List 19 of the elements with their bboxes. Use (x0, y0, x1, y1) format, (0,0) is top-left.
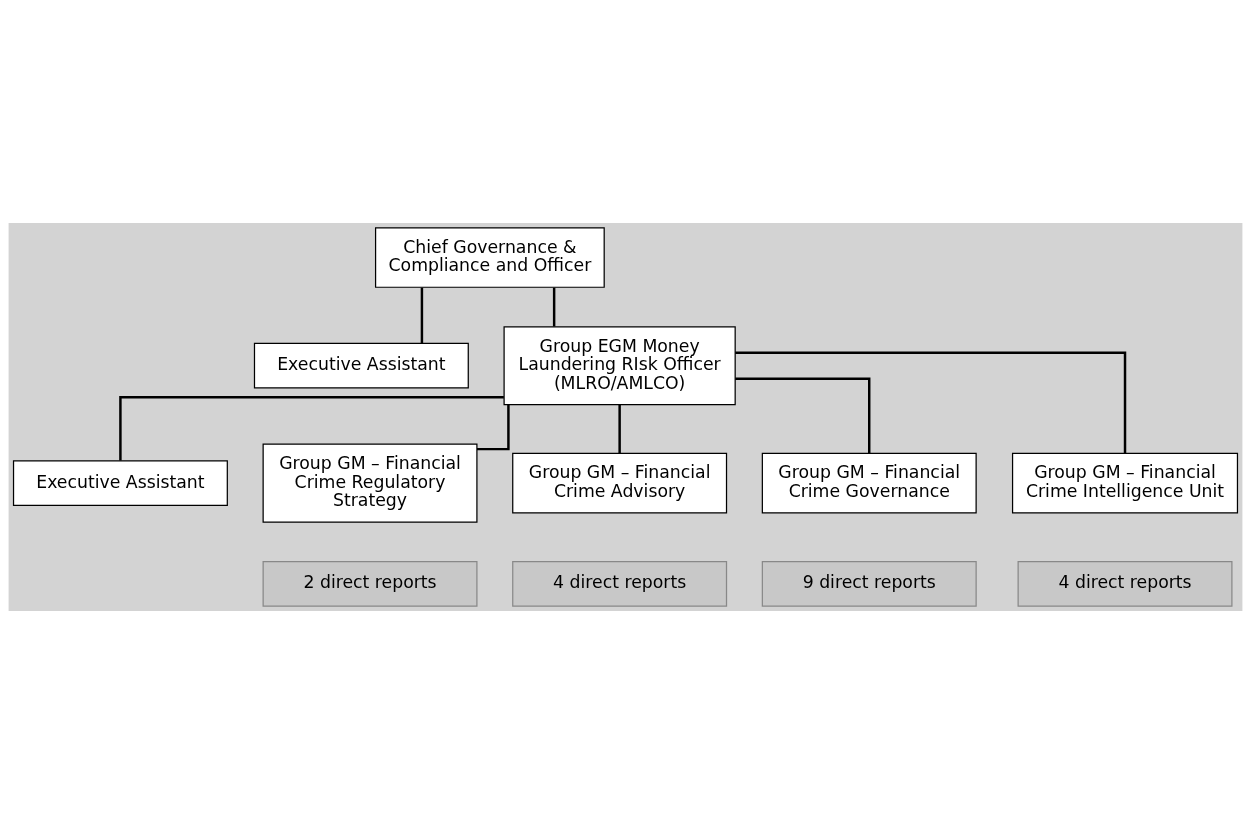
node-box: 9 direct reports (761, 560, 977, 607)
connector (735, 376, 871, 453)
node-box: 4 direct reports (512, 560, 728, 607)
connector (552, 287, 556, 326)
connector (477, 404, 510, 450)
node-box: Group GM – Financial Crime Governance (761, 452, 977, 513)
connector (735, 351, 1127, 453)
node-box: Chief Governance & Compliance and Officer (374, 226, 605, 288)
connector (420, 287, 424, 343)
node-box: 2 direct reports (262, 560, 478, 607)
node-box: Group GM – Financial Crime Intelligence Unit (1011, 452, 1239, 513)
node-box: Executive Assistant (253, 342, 469, 389)
node-box: Group EGM Money Laundering RIsk Officer (MLRO/AMLCO) (503, 325, 736, 405)
connector (618, 404, 621, 453)
node-box: Executive Assistant (12, 459, 228, 506)
node-box: Group GM – Financial Crime Advisory (512, 452, 728, 513)
node-box: Group GM – Financial Crime Regulatory Strategy (262, 443, 478, 523)
node-box: 4 direct reports (1017, 560, 1233, 607)
connector (119, 395, 504, 461)
